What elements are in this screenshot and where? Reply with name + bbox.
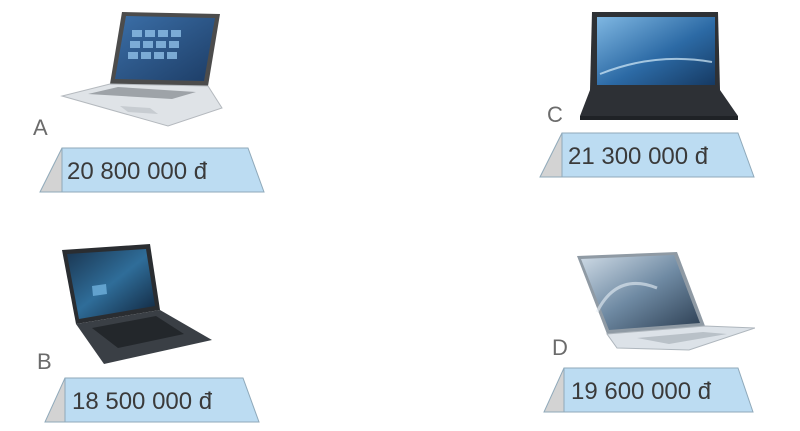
item-letter: B bbox=[37, 349, 52, 374]
price-label: 18 500 000 đ bbox=[72, 388, 213, 415]
item-letter: A bbox=[33, 115, 48, 140]
laptop-icon bbox=[62, 244, 212, 364]
price-tag-side bbox=[44, 377, 66, 423]
laptop-icon bbox=[580, 12, 738, 120]
price-tag-face bbox=[64, 377, 260, 423]
item-letter: C bbox=[547, 102, 563, 127]
price-tag-side bbox=[543, 367, 565, 413]
laptop-icon bbox=[60, 12, 223, 127]
price-tag-side bbox=[539, 132, 563, 178]
price-tag-face bbox=[61, 147, 265, 193]
price-label: 21 300 000 đ bbox=[568, 143, 709, 170]
item-letter: D bbox=[552, 335, 568, 360]
price-label: 19 600 000 đ bbox=[571, 378, 712, 405]
price-tag: 21 300 000 đ bbox=[539, 132, 755, 179]
price-tag: 18 500 000 đ bbox=[44, 377, 260, 424]
price-tag-face bbox=[563, 367, 754, 413]
price-tag-side bbox=[39, 147, 63, 193]
price-tag: 20 800 000 đ bbox=[39, 147, 265, 194]
price-tag-face bbox=[561, 132, 755, 178]
price-label: 20 800 000 đ bbox=[67, 158, 208, 185]
laptop-icon bbox=[577, 252, 755, 351]
price-tag: 19 600 000 đ bbox=[543, 367, 754, 414]
